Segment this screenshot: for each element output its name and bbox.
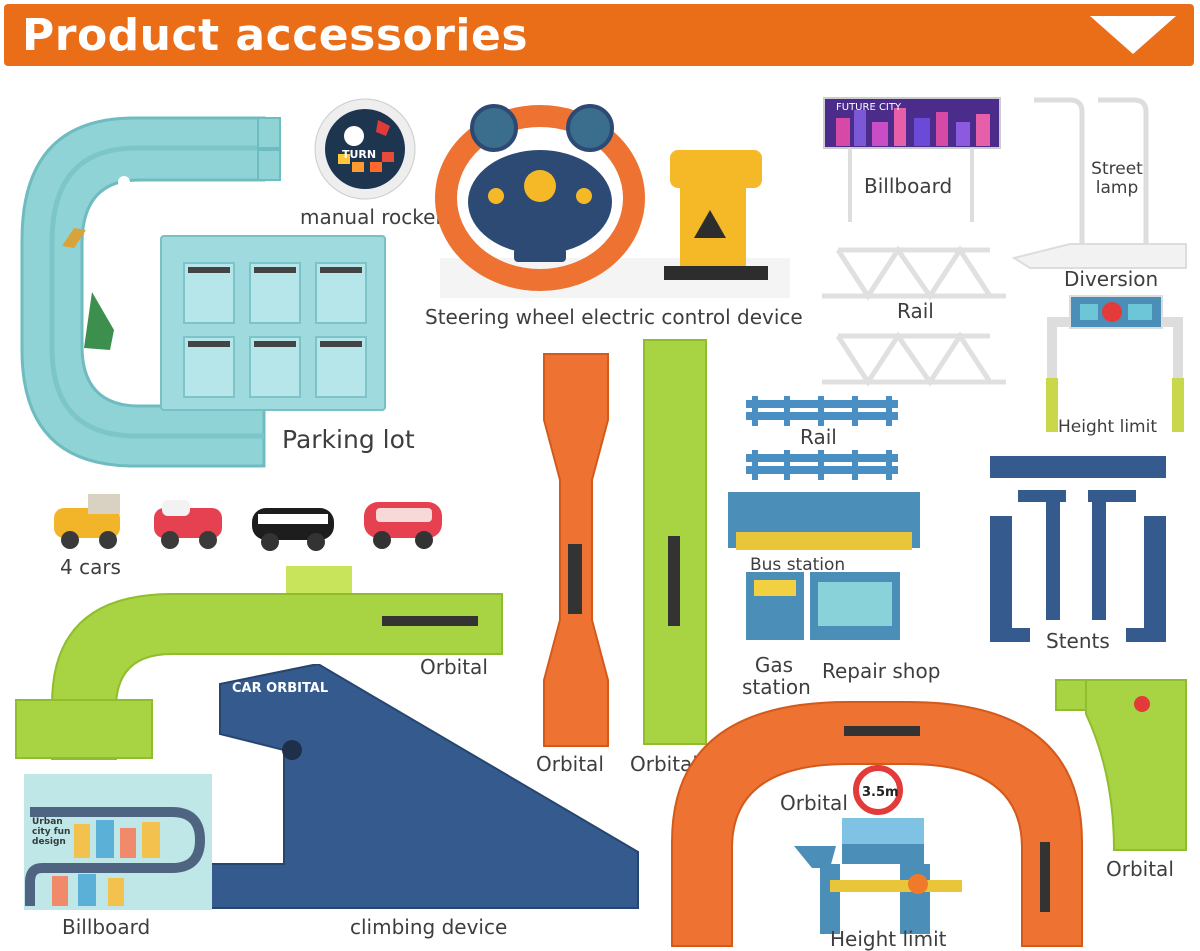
billboard-bottom: Urban city fun design	[24, 774, 212, 910]
orbital-green-curve	[15, 566, 503, 760]
rail-white-lower	[822, 331, 1006, 387]
manual-rocker: TURN	[314, 98, 416, 200]
urban-line1-text: Urban	[32, 817, 63, 827]
climbing-device-label: climbing device	[350, 915, 508, 939]
car-yellow-truck	[54, 494, 120, 549]
repair-shop-label: Repair shop	[822, 659, 941, 683]
diversion-label: Diversion	[1064, 267, 1159, 291]
orbital-vertical-orange	[543, 353, 609, 747]
car-red-tow	[154, 500, 222, 549]
car-police	[252, 508, 334, 551]
steering-wheel-device	[435, 104, 790, 298]
rail-blue-upper	[746, 396, 898, 426]
street-lamp-line1: Street	[1091, 159, 1143, 179]
street-lamp-line2: lamp	[1095, 177, 1139, 198]
height-limit-bottom-label: Height limit	[830, 927, 947, 951]
parking-lot-label: Parking lot	[282, 425, 415, 454]
gas-station-line1: Gas	[754, 653, 794, 677]
orbital-arch-label: Orbital	[780, 791, 848, 815]
stents	[990, 456, 1166, 642]
climbing-device: CAR ORBITAL	[193, 664, 639, 909]
page-title: Product accessories	[22, 10, 529, 61]
orbital-green-label: Orbital	[420, 655, 488, 679]
orbital-vert-green-label: Orbital	[630, 752, 698, 776]
billboard-bottom-label: Billboard	[62, 915, 151, 939]
gas-station-label: Gas station	[742, 653, 811, 699]
turn-text: TURN	[342, 148, 376, 161]
rail-mid-label: Rail	[800, 425, 837, 449]
accessories-scene: Parking lot TURN manual rocker Steering …	[0, 70, 1200, 951]
teal-curved-track	[20, 116, 281, 468]
height-limit-gate-right	[1046, 295, 1184, 432]
header-banner: Product accessories	[4, 4, 1194, 66]
parking-lot	[160, 235, 386, 411]
height-limit-right-label: Height limit	[1058, 417, 1157, 437]
chevron-down-icon[interactable]	[1088, 14, 1178, 56]
bus-station-label: Bus station	[750, 555, 846, 575]
urban-line3-text: design	[32, 837, 66, 847]
orbital-green-right	[1055, 679, 1187, 851]
parking-spaces	[183, 262, 367, 398]
orbital-vert-orange-label: Orbital	[536, 752, 604, 776]
cars-label: 4 cars	[60, 555, 121, 579]
height-limit-gate-bottom: 3.5m	[794, 765, 962, 934]
orbital-right-label: Orbital	[1106, 857, 1174, 881]
stents-label: Stents	[1046, 629, 1110, 653]
steering-wheel-label: Steering wheel electric control device	[425, 305, 803, 329]
future-city-text: FUTURE CITY	[836, 102, 902, 113]
orbital-vertical-green	[643, 339, 707, 745]
billboard-top: FUTURE CITY	[823, 97, 1001, 222]
orbital-orange-arch	[671, 701, 1083, 947]
height-sign-text: 3.5m	[862, 785, 899, 800]
bus-station	[728, 492, 920, 640]
manual-rocker-label: manual rocker	[300, 205, 444, 229]
rail-blue-lower	[746, 450, 898, 480]
car-orbital-text: CAR ORBITAL	[232, 681, 328, 696]
street-lamp-label: Street lamp	[1084, 160, 1150, 197]
billboard-top-label: Billboard	[864, 174, 953, 198]
urban-line2-text: city fun	[32, 827, 70, 837]
street-lamps	[1034, 97, 1149, 244]
rail-white-upper	[822, 245, 1006, 301]
gas-station-line2: station	[742, 675, 811, 699]
diversion	[1011, 243, 1187, 269]
car-red-fire	[364, 502, 442, 549]
rail-top-label: Rail	[897, 299, 934, 323]
